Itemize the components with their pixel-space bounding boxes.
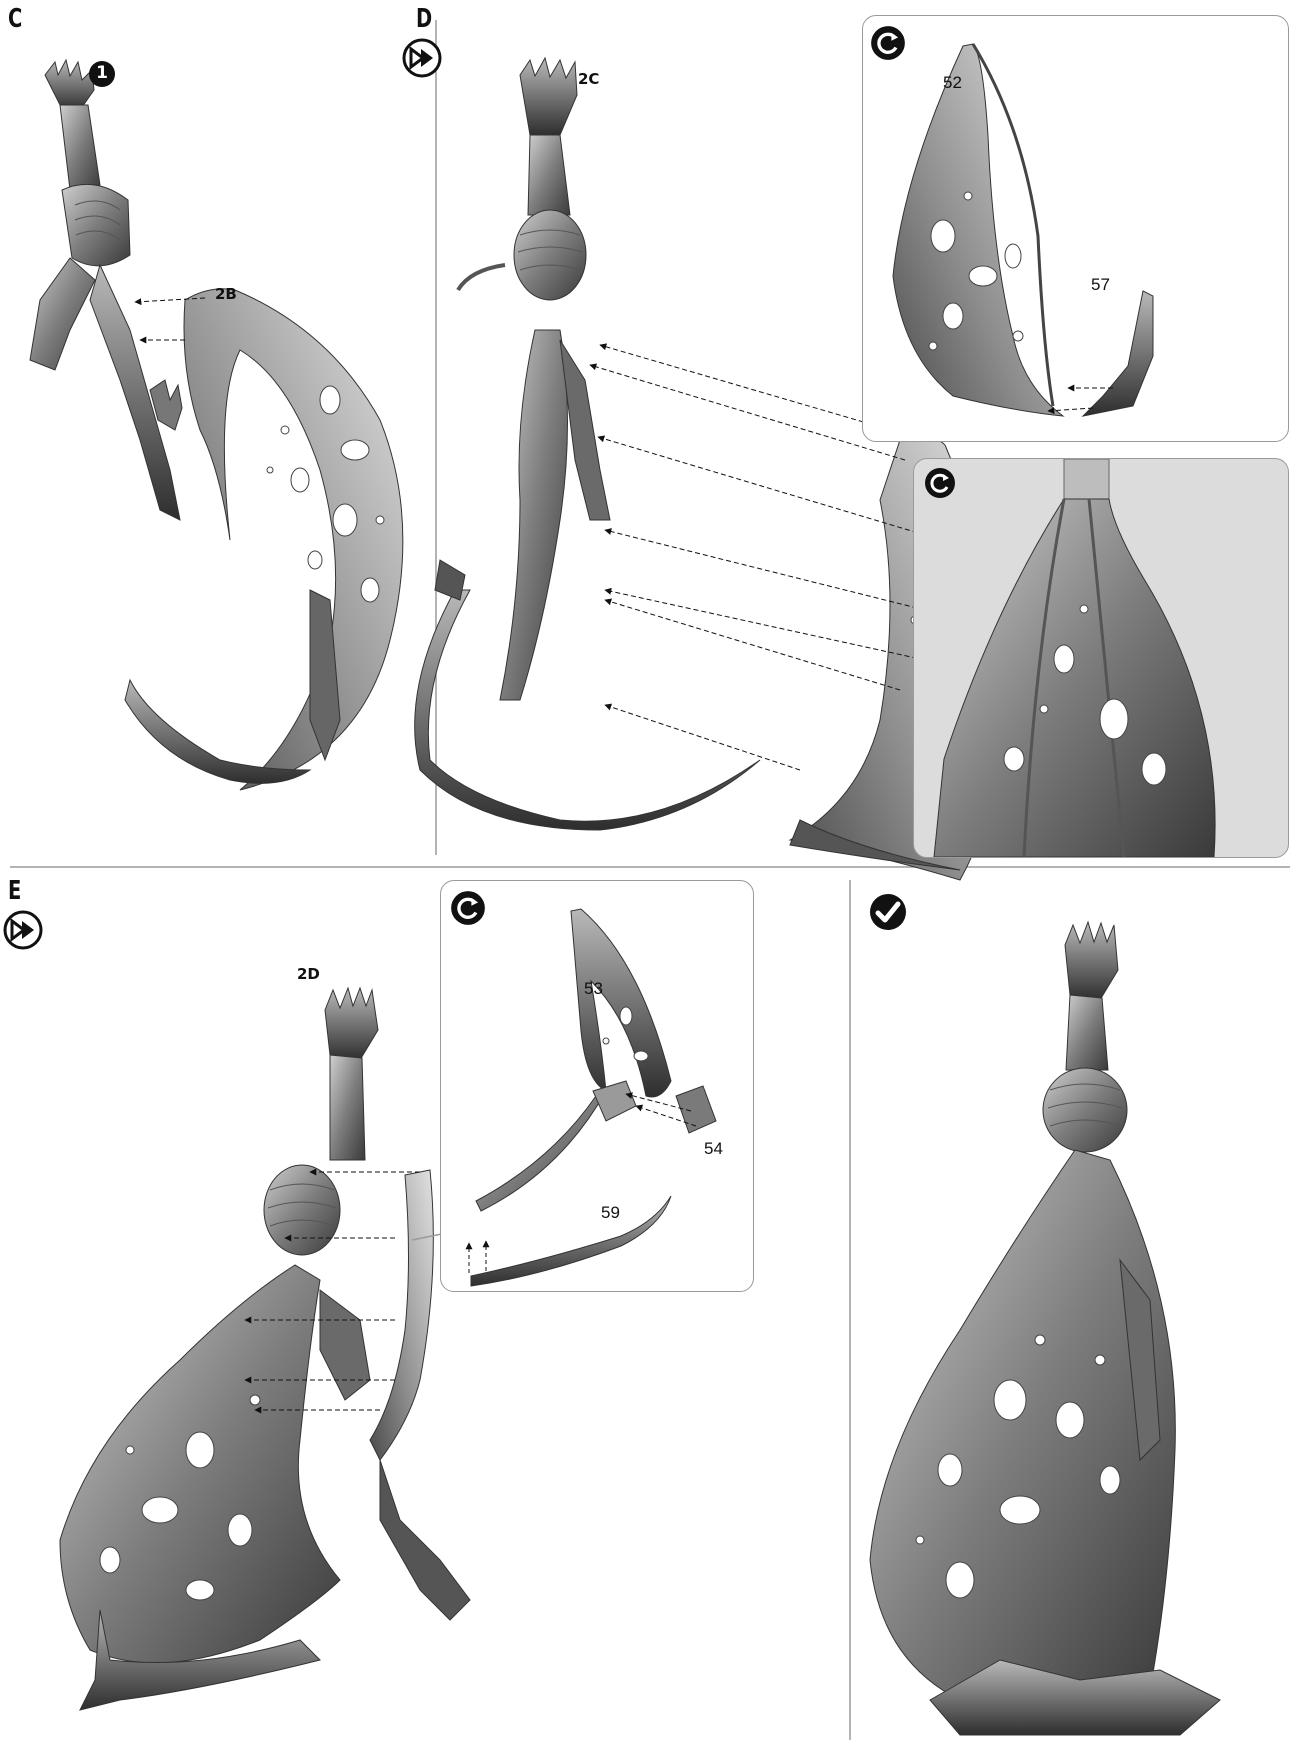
panel-c-figure (30, 60, 403, 790)
part-label-2d: 2D (297, 965, 320, 983)
inset-rotate-53-54-59: 53 54 59 (440, 880, 754, 1292)
part-number-57: 57 (1091, 275, 1110, 295)
rotate-view-icon (924, 467, 956, 504)
step-letter-e: E (8, 876, 21, 906)
completed-model-figure (870, 922, 1220, 1735)
step-letter-d: D (416, 4, 432, 34)
part-number-54: 54 (704, 1139, 723, 1159)
part-label-2c: 2C (578, 70, 599, 88)
inset-rotate-back-view (913, 458, 1289, 858)
number-badge-icon: 1 (88, 60, 116, 88)
assemble-subassembly-icon (402, 38, 442, 83)
inset-back-view-illustration (914, 459, 1288, 857)
assemble-subassembly-icon (3, 910, 43, 955)
rotate-view-icon (870, 25, 906, 66)
part-label-2b: 2B (215, 285, 237, 303)
inset-wing-illustration (863, 16, 1288, 441)
inset-rotate-52-57: 52 57 (862, 15, 1289, 442)
rotate-view-icon (450, 890, 486, 931)
part-number-53: 53 (584, 979, 603, 999)
part-number-52: 52 (943, 73, 962, 93)
panel-e-figure (60, 988, 486, 1710)
part-number-59: 59 (601, 1203, 620, 1223)
badge-number: 1 (88, 63, 116, 83)
completed-checkmark-icon (868, 892, 908, 937)
step-letter-c: C (8, 4, 22, 34)
inset-arm-illustration (441, 881, 753, 1291)
